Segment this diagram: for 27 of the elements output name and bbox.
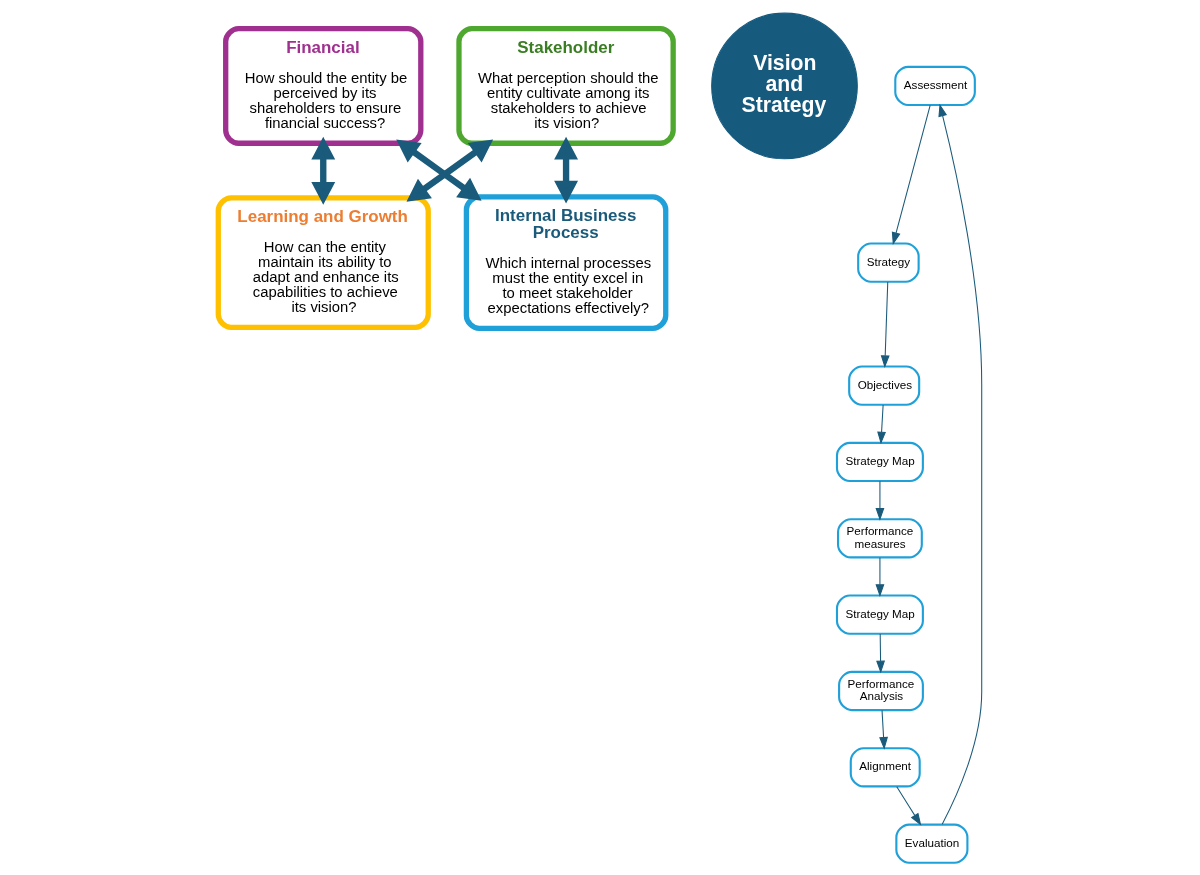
arrow — [554, 136, 578, 204]
node-box: Internal Business Process Which internal processes must the entity excel in to meet stakeholder expectations effectively? — [463, 193, 669, 331]
arrow — [396, 138, 482, 201]
arrow — [875, 480, 885, 521]
arrow — [311, 136, 336, 205]
node-box: Performance Analysis — [838, 670, 924, 711]
node-box: Alignment — [849, 746, 921, 787]
arrow — [891, 104, 931, 245]
node-box: Evaluation — [895, 823, 969, 864]
arrow — [406, 138, 494, 202]
node-box: Financial How should the entity be perceived by its shareholders to ensure financial success? — [223, 25, 424, 146]
node-box: Assessment — [894, 65, 976, 106]
node-box: Learning and Growth How can the entity maintain its ability to adapt and enhance its capabilities to achieve its vision? — [215, 194, 431, 330]
node-box: Strategy — [857, 241, 920, 283]
arrow — [938, 103, 983, 825]
arrow — [880, 281, 890, 368]
arrow — [875, 556, 885, 597]
node-box: Strategy Map — [835, 594, 924, 635]
arrow — [896, 785, 922, 826]
arrow — [877, 404, 887, 444]
node-circle: Vision and Strategy — [711, 12, 858, 159]
arrow — [876, 633, 886, 673]
node-box: Performance measures — [837, 517, 923, 558]
arrow — [879, 709, 888, 750]
node-box: Stakeholder What perception should the entity cultivate among its stakeholders to achieve its vision? — [456, 25, 676, 146]
node-box: Strategy Map — [835, 441, 924, 482]
node-box: Objectives — [848, 364, 921, 406]
